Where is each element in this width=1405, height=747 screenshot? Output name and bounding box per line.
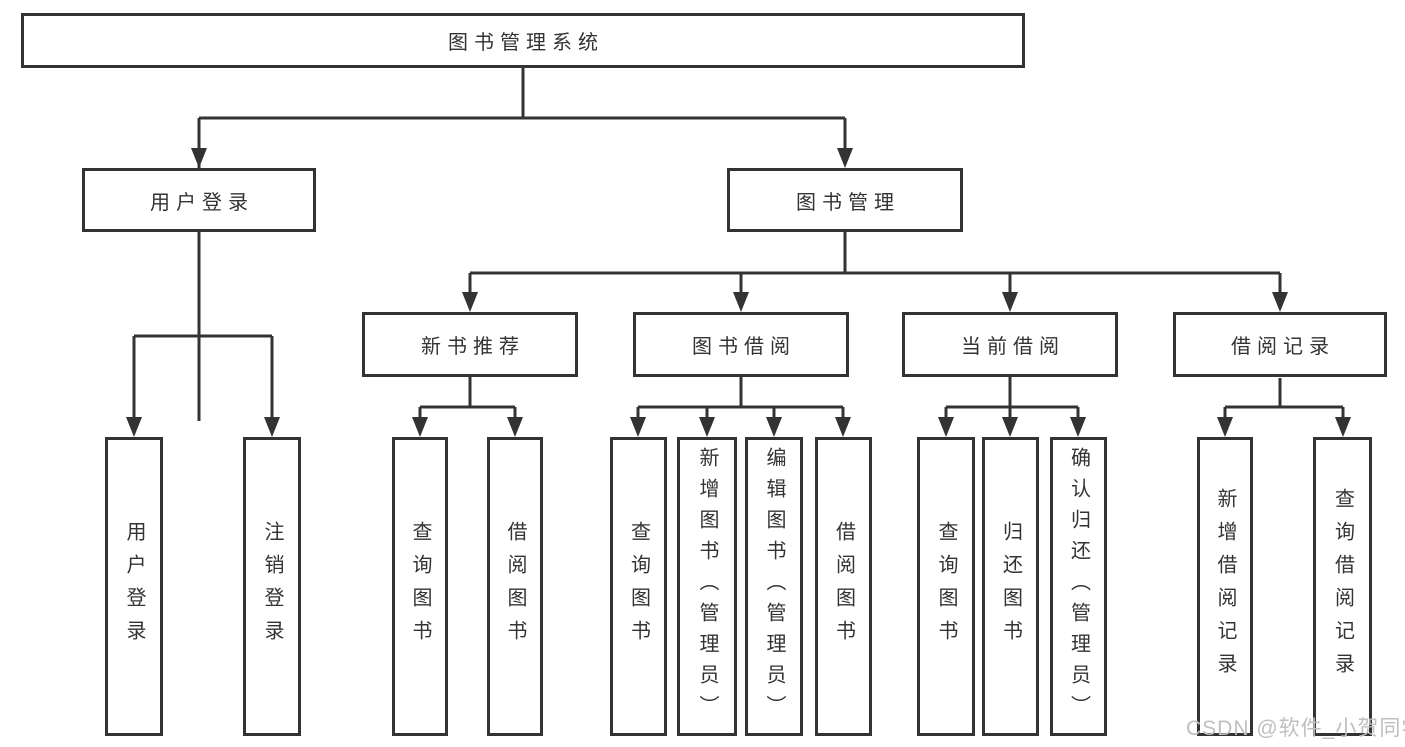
arrowhead (766, 417, 782, 437)
node-book-borrow-label: 图书借阅 (692, 336, 796, 358)
node-borrow-records: 借阅记录 (1173, 312, 1387, 377)
connector-line (197, 68, 847, 421)
node-current-borrow-confirm-return: 确认归还（管理员） (1050, 437, 1107, 736)
connector-line (636, 377, 845, 421)
node-logout-leaf-label: 注销登录 (261, 520, 283, 653)
arrowhead (412, 417, 428, 437)
node-current-borrow: 当前借阅 (902, 312, 1118, 377)
node-borrow-records-query-record-label: 查询借阅记录 (1331, 487, 1354, 686)
node-new-book-rec-borrow-book-label: 借阅图书 (504, 520, 526, 653)
node-user-login-branch-label: 用户登录 (150, 191, 254, 214)
node-borrow-records-label: 借阅记录 (1231, 336, 1335, 358)
node-login-leaf-label: 用户登录 (123, 520, 145, 653)
node-book-borrow-borrow-book-label: 借阅图书 (832, 520, 855, 653)
connector-line (132, 232, 274, 421)
node-book-mgmt-branch-label: 图书管理 (796, 191, 900, 214)
arrowhead (1070, 417, 1086, 437)
arrowhead (1002, 292, 1018, 312)
node-current-borrow-query-book-label: 查询图书 (935, 520, 957, 653)
node-current-borrow-return-book: 归还图书 (982, 437, 1039, 736)
node-book-borrow-edit-book-label: 编辑图书（管理员） (763, 447, 785, 726)
csdn-watermark: CSDN @软件_小贺同学 (1186, 717, 1405, 740)
node-book-borrow-edit-book: 编辑图书（管理员） (745, 437, 803, 736)
arrowhead (1335, 417, 1351, 437)
node-borrow-records-query-record: 查询借阅记录 (1313, 437, 1372, 736)
arrowhead (264, 417, 280, 437)
arrowhead (837, 148, 853, 168)
node-current-borrow-return-book-label: 归还图书 (999, 520, 1022, 653)
connector-borrow-records-to-leaves (1217, 378, 1351, 437)
node-new-book-rec-borrow-book: 借阅图书 (487, 437, 543, 736)
connector-new-book-rec-to-leaves (412, 377, 523, 437)
arrowhead (126, 417, 142, 437)
node-book-borrow-query-book-label: 查询图书 (627, 520, 650, 653)
node-root: 图书管理系统 (21, 13, 1025, 68)
node-current-borrow-confirm-return-label: 确认归还（管理员） (1067, 447, 1090, 726)
node-current-borrow-label: 当前借阅 (961, 336, 1065, 358)
node-logout-leaf: 注销登录 (243, 437, 301, 736)
node-borrow-records-add-record: 新增借阅记录 (1197, 437, 1253, 736)
connector-user-login-to-leaves (126, 232, 280, 437)
node-new-book-rec-query-book: 查询图书 (392, 437, 448, 736)
arrowhead (835, 417, 851, 437)
connector-current-borrow-to-leaves (938, 377, 1086, 437)
node-book-borrow: 图书借阅 (633, 312, 849, 377)
arrowhead (1217, 417, 1233, 437)
node-book-borrow-add-book-label: 新增图书（管理员） (696, 447, 718, 726)
connector-line (1223, 378, 1345, 421)
node-root-label: 图书管理系统 (448, 32, 604, 54)
node-book-mgmt-branch: 图书管理 (727, 168, 963, 232)
node-book-borrow-add-book: 新增图书（管理员） (677, 437, 737, 736)
arrowhead (1002, 417, 1018, 437)
connector-book-mgmt-to-level3 (462, 232, 1288, 312)
node-new-book-rec: 新书推荐 (362, 312, 578, 377)
arrowhead (507, 417, 523, 437)
connector-line (468, 232, 1282, 296)
arrowhead (1272, 292, 1288, 312)
node-login-leaf: 用户登录 (105, 437, 163, 736)
arrowhead (191, 148, 207, 168)
arrowhead (630, 417, 646, 437)
node-current-borrow-query-book: 查询图书 (917, 437, 975, 736)
node-new-book-rec-label: 新书推荐 (421, 336, 525, 358)
connector-book-borrow-to-leaves (630, 377, 851, 437)
arrowhead (733, 292, 749, 312)
arrowhead (699, 417, 715, 437)
node-user-login-branch: 用户登录 (82, 168, 316, 232)
node-book-borrow-borrow-book: 借阅图书 (815, 437, 872, 736)
connector-root-to-level2 (191, 68, 853, 421)
arrowhead (938, 417, 954, 437)
connector-line (418, 377, 517, 421)
node-book-borrow-query-book: 查询图书 (610, 437, 667, 736)
connector-line (944, 377, 1080, 421)
node-borrow-records-add-record-label: 新增借阅记录 (1214, 487, 1236, 686)
node-new-book-rec-query-book-label: 查询图书 (409, 520, 431, 653)
arrowhead (462, 292, 478, 312)
